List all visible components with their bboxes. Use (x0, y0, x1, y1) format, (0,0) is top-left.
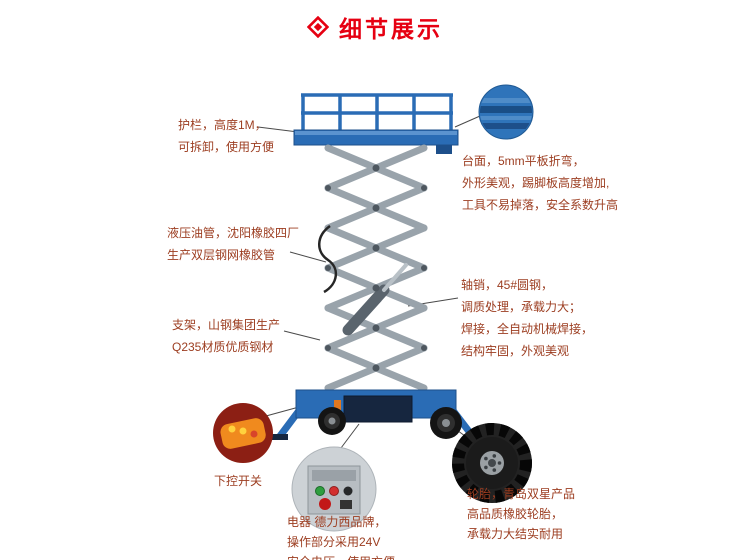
page-title: 细节展示 (339, 16, 443, 42)
callout-line: 安全电压，使用方便 (287, 552, 395, 560)
hydraulic-cylinder (342, 263, 408, 336)
diamond-icon (307, 16, 329, 38)
callout-line: 轮胎，青岛双星产品 (467, 487, 576, 501)
hydraulic-hose (318, 224, 337, 294)
callout-line: 焊接，全自动机械焊接， (461, 322, 594, 336)
callout-line: 液压油管，沈阳橡胶四厂 (167, 226, 300, 240)
callout-line: 调质处理，承载力大； (461, 300, 582, 314)
callout-pin: 轴销，45#圆钢， 调质处理，承载力大； 焊接，全自动机械焊接， 结构牢固，外观… (461, 274, 593, 362)
page-title-bar: 细节展示 (0, 10, 750, 44)
callout-line: 轴销，45#圆钢， (461, 278, 554, 292)
callout-line: 生产双层钢网橡胶管 (167, 248, 276, 262)
scissor-lift (272, 93, 484, 442)
callout-line: 护栏，高度1M， (178, 118, 267, 132)
callout-line: 承载力大结实耐用 (467, 527, 564, 541)
callout-line: 结构牢固，外观美观 (461, 344, 570, 358)
callout-line: 支架，山钢集团生产 (172, 318, 281, 332)
scissor-pins (325, 164, 427, 372)
scissor-arms (324, 144, 428, 392)
callout-line: 高品质橡胶轮胎， (467, 507, 564, 521)
platform-deck (293, 129, 459, 154)
callout-line: 外形美观，踢脚板高度增加, (462, 176, 610, 190)
callout-electric: 电器 德力西品牌， 操作部分采用24V 安全电压，使用方便 (287, 512, 395, 560)
right-wheel (430, 407, 462, 439)
callout-line: 操作部分采用24V (287, 535, 381, 549)
callout-guardrail: 护栏，高度1M， 可拆卸，使用方便 (178, 114, 274, 158)
callout-lower-switch: 下控开关 (214, 470, 262, 492)
tire-detail (452, 423, 532, 503)
left-wheel (318, 407, 346, 435)
callout-line: 下控开关 (214, 474, 263, 488)
remote-control-detail (213, 403, 273, 463)
control-panel-detail (291, 446, 377, 532)
callout-line: 台面，5mm平板折弯， (462, 154, 585, 168)
callout-line: 电器 德力西品牌， (287, 515, 387, 529)
callout-platform: 台面，5mm平板折弯， 外形美观，踢脚板高度增加, 工具不易掉落，安全系数升高 (462, 150, 618, 216)
callout-line: 工具不易掉落，安全系数升高 (462, 198, 619, 212)
callout-line: Q235材质优质钢材 (172, 340, 274, 354)
guardrail (301, 93, 453, 131)
callout-hose: 液压油管，沈阳橡胶四厂 生产双层钢网橡胶管 (167, 222, 299, 266)
callout-tire: 轮胎，青岛双星产品 高品质橡胶轮胎， 承载力大结实耐用 (467, 484, 575, 544)
callout-frame: 支架，山钢集团生产 Q235材质优质钢材 (172, 314, 280, 358)
platform-edge-detail (478, 84, 534, 140)
callout-line: 可拆卸，使用方便 (178, 140, 275, 154)
